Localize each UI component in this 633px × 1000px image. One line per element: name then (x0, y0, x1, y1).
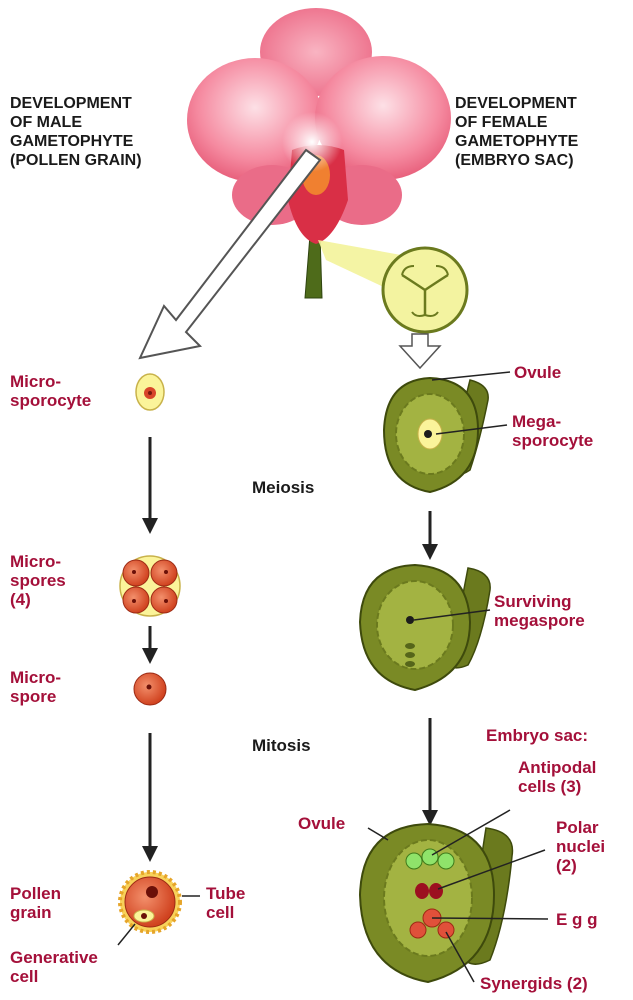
ovule-source-arrow (400, 334, 440, 368)
synergids-label: Synergids (2) (480, 974, 588, 993)
antipodal-cells-label: Antipodal cells (3) (518, 758, 596, 796)
ovule-surviving-megaspore (360, 565, 490, 690)
generative-cell-label: Generative cell (10, 948, 98, 986)
generative-cell-leader (118, 924, 135, 945)
surviving-megaspore-label: Surviving megaspore (494, 592, 585, 630)
ovary-callout (318, 240, 467, 332)
female-heading: DEVELOPMENT OF FEMALE GAMETOPHYTE (EMBRY… (455, 94, 578, 170)
meiosis-label: Meiosis (252, 478, 314, 498)
ovule-embryo-sac (360, 824, 512, 982)
arrow-head-2 (142, 648, 158, 664)
ovule-label: Ovule (514, 363, 561, 382)
microspore-cell (134, 673, 166, 705)
arrow-head-4 (422, 544, 438, 560)
ovule-label-2: Ovule (298, 814, 345, 833)
ovule-leader-2 (368, 828, 388, 840)
flower-stem (305, 235, 322, 298)
microsporocyte-label: Micro- sporocyte (10, 372, 91, 410)
mitosis-label: Mitosis (252, 736, 311, 756)
microspores-tetrad (120, 556, 180, 616)
arrow-head-1 (142, 518, 158, 534)
tube-cell-label: Tube cell (206, 884, 245, 922)
embryo-sac-label: Embryo sac: (486, 726, 588, 745)
pollen-grain-cell (120, 872, 180, 932)
male-heading: DEVELOPMENT OF MALE GAMETOPHYTE (POLLEN … (10, 94, 142, 170)
microsporocyte-cell (136, 374, 164, 410)
megasporocyte-label: Mega- sporocyte (512, 412, 593, 450)
microspore-label: Micro- spore (10, 668, 61, 706)
ovule-leader-1 (432, 372, 510, 380)
egg-leader (432, 918, 548, 919)
egg-label: E g g (556, 910, 598, 929)
polar-nuclei-label: Polar nuclei (2) (556, 818, 605, 875)
pollen-source-arrow (140, 150, 320, 358)
pollen-grain-label: Pollen grain (10, 884, 61, 922)
arrow-head-3 (142, 846, 158, 862)
microspores-label: Micro- spores (4) (10, 552, 66, 609)
ovule-megasporocyte (384, 378, 488, 492)
